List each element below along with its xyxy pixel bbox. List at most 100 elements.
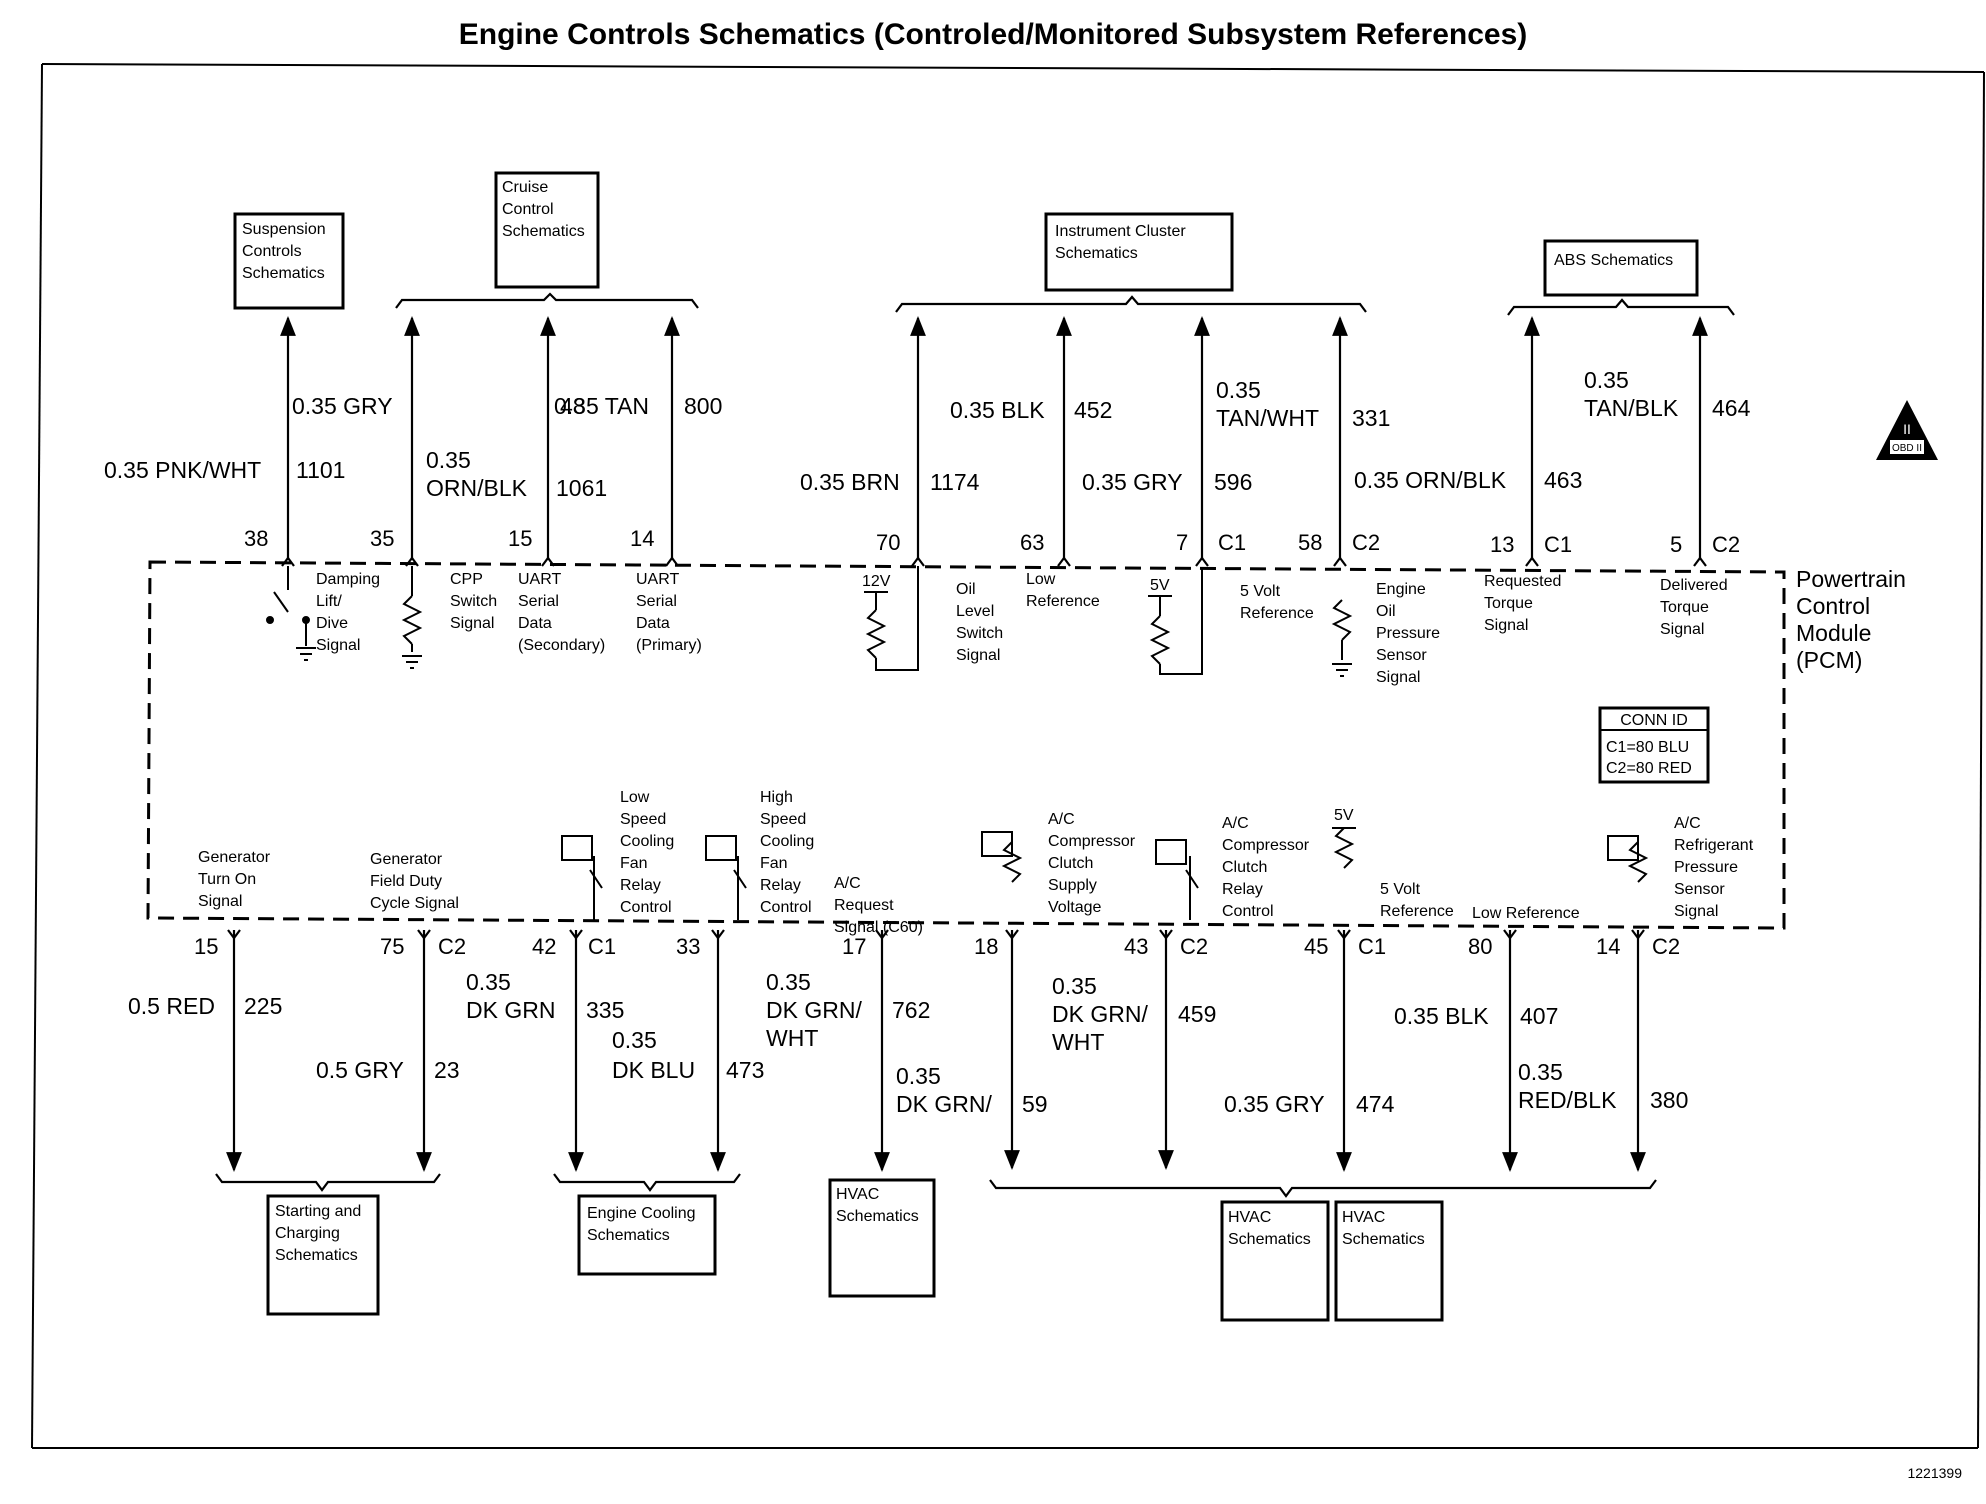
connector-mark (1005, 929, 1019, 940)
circuit-number: 762 (892, 997, 930, 1023)
connector-mark (911, 556, 925, 567)
starting-brace (215, 1173, 441, 1192)
connector-id: C1 (588, 934, 616, 959)
circuit-number: 459 (1178, 1001, 1216, 1027)
connector-mark (417, 929, 431, 940)
sensor-icon (1607, 835, 1649, 883)
wire-color-label: DK GRN/ (766, 997, 862, 1023)
page-title: Engine Controls Schematics (Controled/Mo… (458, 18, 1528, 51)
connector-id: C1 (1358, 934, 1386, 959)
cruise-brace (395, 292, 699, 309)
connector-mark (281, 556, 295, 567)
pin-number: 43 (1124, 934, 1148, 959)
connector-mark (1337, 929, 1351, 940)
connector-mark (1693, 556, 1707, 567)
connector-mark (227, 929, 241, 940)
hvac-brace (989, 1179, 1657, 1198)
circuit-number: 380 (1650, 1087, 1688, 1113)
circuit-number: 596 (1214, 469, 1252, 495)
switch-icon (266, 566, 316, 661)
wire-color-label: DK GRN/ (1052, 1001, 1148, 1027)
connector-id: C2 (1652, 934, 1680, 959)
wire-color-label: 0.5 GRY (316, 1057, 404, 1083)
wire-color-label: RED/BLK (1518, 1087, 1617, 1113)
connector-mark (1057, 556, 1071, 567)
instrument-brace (895, 295, 1367, 313)
pin-number: 45 (1304, 934, 1328, 959)
circuit-number: 1061 (556, 475, 607, 501)
pin-number: 42 (532, 934, 556, 959)
svg-text:C2=80 RED: C2=80 RED (1606, 760, 1692, 777)
circuit-number: 331 (1352, 405, 1390, 431)
circuit-number: 1174 (930, 469, 980, 495)
wire-color-label: 0.35 ORN/BLK (1354, 467, 1507, 493)
wire-color-label: ORN/BLK (426, 475, 528, 501)
page-frame-right (1977, 71, 1985, 1449)
connector-mark (875, 929, 889, 940)
wire-color-label: 0.35 GRY (1082, 469, 1183, 495)
pin-number: 58 (1298, 530, 1322, 555)
page-frame-left (31, 63, 43, 1449)
resistor-icon (1148, 568, 1203, 675)
circuit-number: 464 (1712, 395, 1751, 421)
voltage-tag-12v: 12V (862, 573, 891, 590)
pin-number: 70 (876, 530, 900, 555)
conn-id-box: CONN ID C1=80 BLU C2=80 RED (1598, 706, 1710, 784)
wire-color-label: TAN/BLK (1584, 395, 1679, 421)
pin-number: 15 (194, 934, 218, 959)
pin-number: 15 (508, 526, 532, 551)
obd-ii-icon: II OBD II (1876, 400, 1938, 460)
pin-number: 75 (380, 934, 404, 959)
connector-mark (1333, 556, 1347, 567)
circuit-number: 474 (1356, 1091, 1395, 1117)
connector-mark (1525, 556, 1539, 567)
relay-icon (705, 835, 747, 920)
resistor-icon (981, 831, 1023, 883)
abs-schematics-box[interactable]: ABS Schematics (1543, 239, 1699, 297)
connector-mark (569, 929, 583, 940)
circuit-number: 23 (434, 1057, 460, 1083)
circuit-number: 48 (560, 393, 586, 419)
pcm-label: Powertrain Control Module (PCM) (1796, 566, 1912, 673)
connector-id: C2 (1180, 934, 1208, 959)
circuit-number: 800 (684, 393, 722, 419)
